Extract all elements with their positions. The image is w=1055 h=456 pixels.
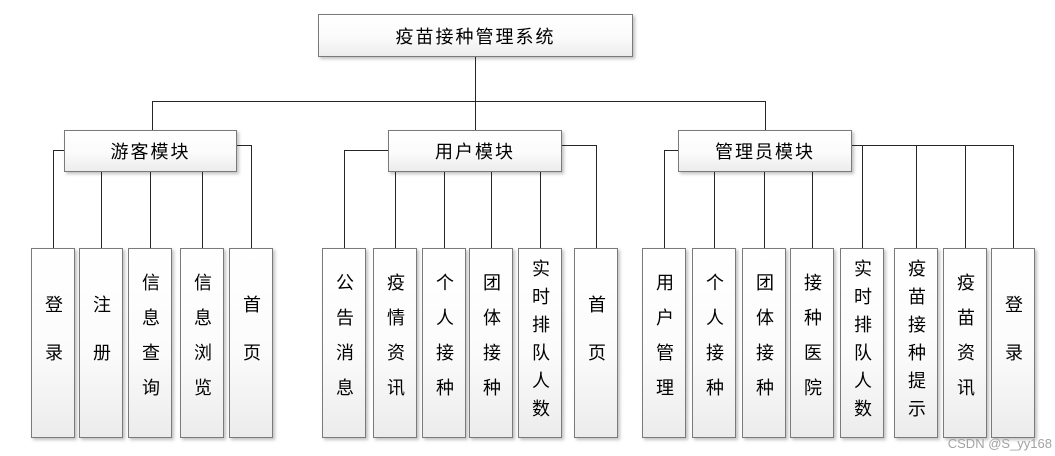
leaf-node-realtime-queue-admin: 实时排队人数 <box>840 248 884 438</box>
leaf-node-realtime-queue-admin-label: 实时排队人数 <box>852 259 872 427</box>
connector-line <box>251 145 252 248</box>
watermark: CSDN @S_yy168 <box>947 436 1052 451</box>
module-node-admin: 管理员模块 <box>678 130 852 172</box>
root-node: 疫苗接种管理系统 <box>318 14 633 57</box>
connector-line <box>812 172 813 248</box>
leaf-node-user-management: 用户管理 <box>642 248 686 438</box>
leaf-node-register: 注册 <box>79 248 123 438</box>
connector-line <box>765 101 766 130</box>
connector-line <box>202 172 203 248</box>
connector-line <box>101 172 102 248</box>
leaf-node-personal-vaccination-user: 个人接种 <box>422 248 466 438</box>
connector-line <box>562 145 596 146</box>
connector-line <box>664 150 678 151</box>
leaf-node-vaccination-reminder-label: 疫苗接种提示 <box>906 259 926 427</box>
leaf-node-epidemic-news: 疫情资讯 <box>373 248 417 438</box>
connector-line <box>475 101 476 130</box>
module-node-user-label: 用户模块 <box>435 142 515 162</box>
leaf-node-personal-vaccination-admin-label: 个人接种 <box>704 273 724 413</box>
leaf-node-vaccine-news: 疫苗资讯 <box>943 248 987 438</box>
leaf-node-home-visitor-label: 首页 <box>241 295 261 391</box>
connector-line <box>53 150 54 248</box>
leaf-node-info-browse: 信息浏览 <box>180 248 224 438</box>
leaf-node-home-user-label: 首页 <box>586 295 606 391</box>
connector-line <box>596 145 597 248</box>
leaf-node-group-vaccination-admin-label: 团体接种 <box>754 273 774 413</box>
leaf-node-realtime-queue-user: 实时排队人数 <box>518 248 562 438</box>
module-node-visitor-label: 游客模块 <box>110 142 191 162</box>
connector-line <box>540 172 541 248</box>
connector-line <box>491 172 492 248</box>
leaf-node-hospital-label: 接种医院 <box>802 273 822 413</box>
connector-line <box>237 145 251 146</box>
leaf-node-hospital: 接种医院 <box>790 248 834 438</box>
leaf-node-announcement: 公告消息 <box>322 248 366 438</box>
module-node-user: 用户模块 <box>388 130 562 172</box>
module-node-admin-label: 管理员模块 <box>715 142 815 162</box>
connector-line <box>344 150 388 151</box>
connector-line <box>916 145 917 248</box>
connector-line <box>852 145 1013 146</box>
leaf-node-register-label: 注册 <box>91 295 111 391</box>
connector-line <box>344 150 345 248</box>
leaf-node-login: 登录 <box>31 248 75 438</box>
connector-line <box>1013 145 1014 248</box>
leaf-node-personal-vaccination-user-label: 个人接种 <box>434 273 454 413</box>
leaf-node-info-browse-label: 信息浏览 <box>192 273 212 413</box>
leaf-node-info-query: 信息查询 <box>128 248 172 438</box>
leaf-node-login-admin-label: 登录 <box>1003 295 1023 391</box>
leaf-node-personal-vaccination-admin: 个人接种 <box>692 248 736 438</box>
leaf-node-announcement-label: 公告消息 <box>334 273 354 413</box>
connector-line <box>862 145 863 248</box>
leaf-node-group-vaccination-user: 团体接种 <box>469 248 513 438</box>
connector-line <box>53 150 64 151</box>
leaf-node-group-vaccination-admin: 团体接种 <box>742 248 786 438</box>
leaf-node-home-visitor: 首页 <box>229 248 273 438</box>
leaf-node-realtime-queue-user-label: 实时排队人数 <box>530 259 550 427</box>
leaf-node-epidemic-news-label: 疫情资讯 <box>385 273 405 413</box>
leaf-node-info-query-label: 信息查询 <box>140 273 160 413</box>
connector-line <box>965 145 966 248</box>
connector-line <box>664 150 665 248</box>
connector-line <box>395 172 396 248</box>
connector-line <box>764 172 765 248</box>
leaf-node-user-management-label: 用户管理 <box>654 273 674 413</box>
connector-line <box>714 172 715 248</box>
leaf-node-group-vaccination-user-label: 团体接种 <box>481 273 501 413</box>
connector-line <box>150 172 151 248</box>
leaf-node-home-user: 首页 <box>574 248 618 438</box>
leaf-node-login-admin: 登录 <box>991 248 1035 438</box>
leaf-node-login-label: 登录 <box>43 295 63 391</box>
leaf-node-vaccine-news-label: 疫苗资讯 <box>955 273 975 413</box>
connector-line <box>152 101 153 130</box>
module-node-visitor: 游客模块 <box>64 130 237 172</box>
connector-line <box>475 57 476 101</box>
connector-line <box>152 101 765 102</box>
root-node-label: 疫苗接种管理系统 <box>395 26 556 47</box>
leaf-node-vaccination-reminder: 疫苗接种提示 <box>894 248 938 438</box>
connector-line <box>444 172 445 248</box>
